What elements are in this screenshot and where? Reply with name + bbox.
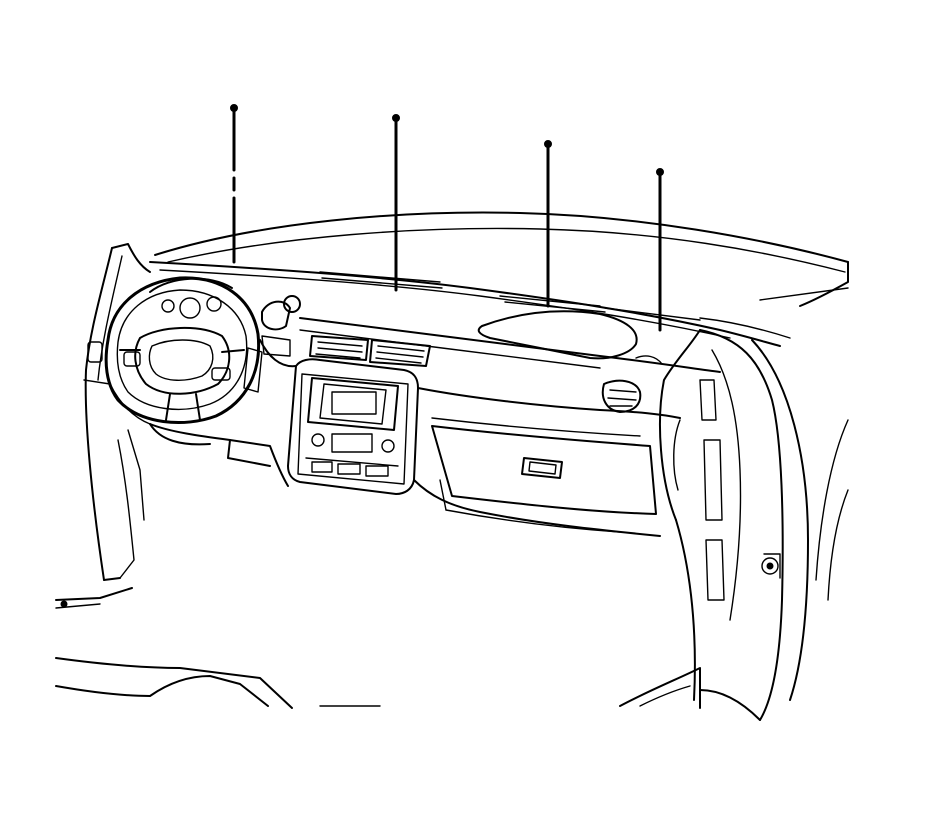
right-door-outline xyxy=(751,339,849,701)
floor-outline xyxy=(55,587,701,709)
fastener-1 xyxy=(230,104,238,264)
right-air-vent xyxy=(601,355,663,413)
dashboard-upper-pad xyxy=(149,261,781,373)
passenger-airbag-door xyxy=(477,310,638,360)
fastener-4 xyxy=(656,168,664,332)
right-side-panel xyxy=(659,329,784,721)
radio-controls xyxy=(305,433,399,477)
steering-wheel xyxy=(104,276,261,425)
bolt-icon xyxy=(544,140,552,148)
center-air-vents xyxy=(309,335,431,367)
radio-display xyxy=(307,377,399,431)
instrument-cluster xyxy=(149,277,233,319)
steering-column xyxy=(243,295,301,393)
lower-dash-panel xyxy=(149,339,681,537)
fastener-3 xyxy=(544,140,552,308)
bolt-icon xyxy=(656,168,664,176)
left-side-panel xyxy=(83,243,211,581)
fastener-2 xyxy=(392,114,400,292)
bolt-icon xyxy=(392,114,400,122)
glove-box xyxy=(431,425,657,515)
bolt-icon xyxy=(230,104,238,112)
windshield-cowl xyxy=(154,211,849,339)
